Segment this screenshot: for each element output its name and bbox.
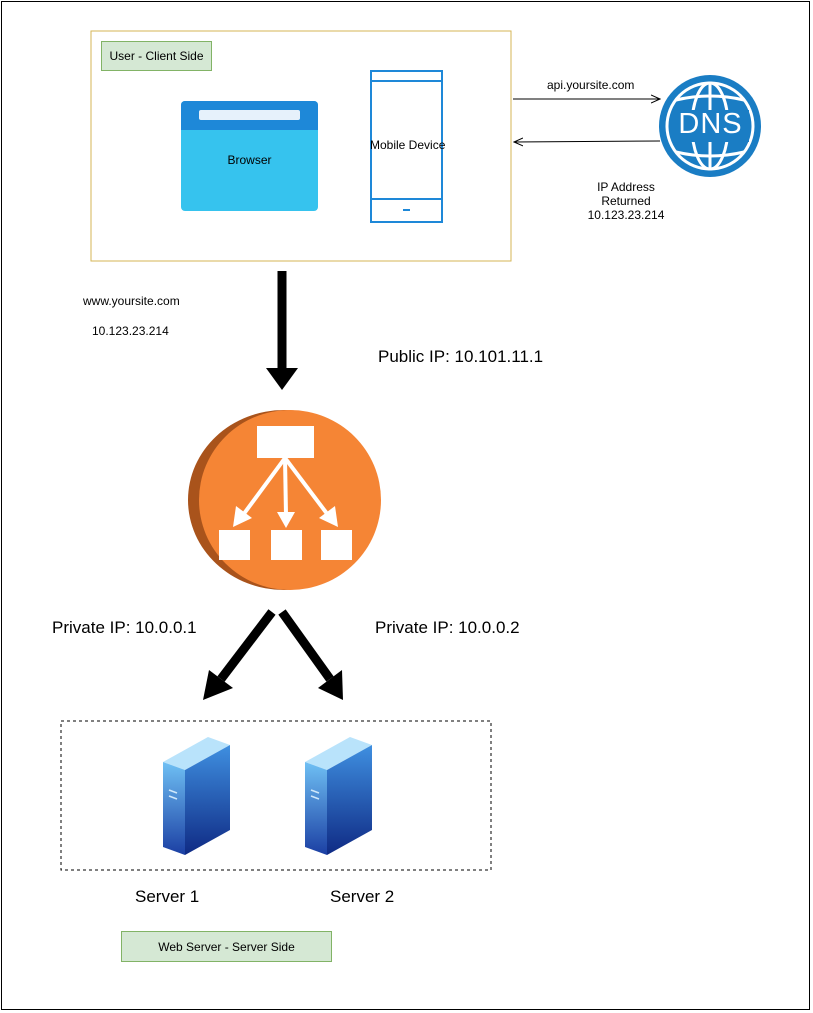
browser-label: Browser bbox=[227, 153, 272, 167]
server-1-label: Server 1 bbox=[135, 887, 200, 906]
client-side-tag: User - Client Side bbox=[101, 41, 212, 71]
dns-response-ip: 10.123.23.214 bbox=[587, 208, 665, 222]
server-2-icon bbox=[305, 737, 372, 855]
public-ip-label: Public IP: 10.101.11.1 bbox=[378, 347, 544, 366]
dns-response-line2: Returned bbox=[601, 194, 651, 208]
server-side-tag: Web Server - Server Side bbox=[121, 931, 332, 962]
private-ip-1-label: Private IP: 10.0.0.1 bbox=[52, 618, 197, 637]
dns-response-label: IP Address Returned 10.123.23.214 bbox=[576, 180, 676, 222]
dns-request-label: api.yoursite.com bbox=[547, 78, 635, 92]
client-to-lb-arrow bbox=[266, 271, 298, 390]
dns-globe-icon bbox=[659, 75, 761, 177]
request-ip-label: 10.123.23.214 bbox=[92, 324, 169, 338]
server-group-container bbox=[60, 720, 492, 871]
server-2-label: Server 2 bbox=[330, 887, 395, 906]
request-domain-label: www.yoursite.com bbox=[83, 294, 180, 308]
dns-icon-text: DNS bbox=[678, 108, 743, 140]
mobile-device-label: Mobile Device bbox=[370, 138, 446, 152]
lb-to-server1-arrow bbox=[203, 609, 276, 700]
browser-icon bbox=[181, 101, 318, 211]
private-ip-2-label: Private IP: 10.0.0.2 bbox=[375, 618, 520, 637]
lb-to-server2-arrow bbox=[278, 609, 343, 700]
server-1-icon bbox=[163, 737, 230, 855]
dns-response-arrow bbox=[514, 141, 661, 142]
mobile-device-icon bbox=[370, 70, 443, 223]
dns-response-line1: IP Address bbox=[597, 180, 655, 194]
load-balancer-icon bbox=[188, 410, 381, 590]
